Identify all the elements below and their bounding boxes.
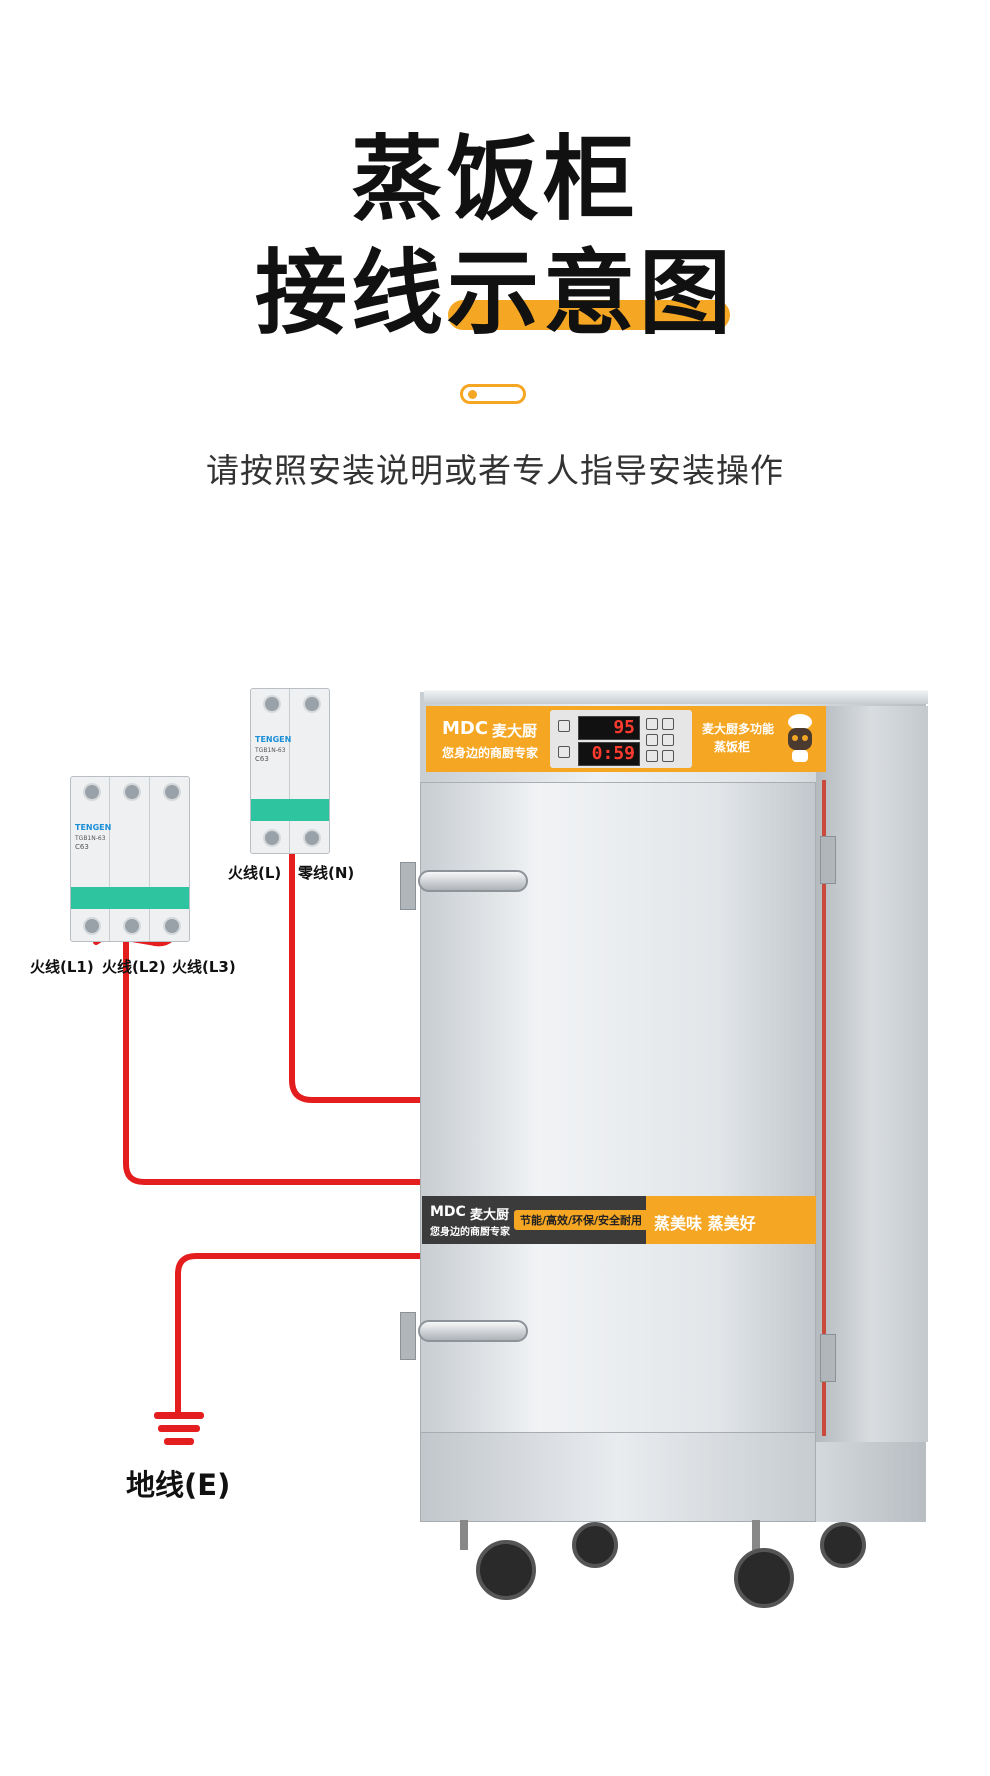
lower-door-handle[interactable] (418, 1320, 528, 1342)
caster-wheel-icon (476, 1540, 536, 1600)
title-line-1: 蒸饭柜 (350, 126, 639, 233)
up-button[interactable] (646, 718, 658, 730)
ground-symbol-icon (154, 1412, 204, 1445)
breaker-3-pole: TENGEN TGB1N-63 C63 (70, 776, 190, 942)
control-display-area: 95 0:59 (550, 710, 692, 768)
hinge-icon (400, 862, 416, 910)
label-n: 零线(N) (298, 864, 355, 882)
start-button[interactable] (646, 734, 658, 746)
caster-wheel-icon (572, 1522, 618, 1568)
caster-wheel-icon (820, 1522, 866, 1568)
title-highlight-bar (448, 300, 730, 330)
door-label-band: MDC 麦大厨 您身边的商厨专家 节能/高效/环保/安全耐用 蒸美味 蒸美好 (422, 1196, 816, 1244)
mode-button[interactable] (662, 734, 674, 746)
label-l2: 火线(L2) (102, 958, 166, 976)
hinge-icon (400, 1312, 416, 1360)
band-logo: MDC (430, 1204, 466, 1220)
temperature-display: 95 (578, 716, 640, 740)
panel-product-line2: 蒸饭柜 (714, 740, 751, 754)
latch-icon (820, 836, 836, 884)
label-l3: 火线(L3) (172, 958, 236, 976)
wire-ground (175, 1253, 425, 1415)
upper-door-handle[interactable] (418, 870, 528, 892)
breaker-model: TGB1N-63 (255, 747, 286, 754)
timer-display: 0:59 (578, 742, 640, 766)
set-button[interactable] (662, 718, 674, 730)
subtitle: 请按照安装说明或者专人指导安装操作 (206, 451, 784, 490)
panel-logo: MDC (442, 718, 489, 739)
cabinet-side (816, 706, 928, 1442)
down-button[interactable] (646, 750, 658, 762)
breaker-brand: TENGEN (255, 735, 292, 744)
panel-brand: 麦大厨 (492, 722, 538, 740)
band-slogan: 您身边的商厨专家 (430, 1227, 510, 1238)
label-l: 火线(L) (228, 864, 282, 882)
breaker-brand: TENGEN (75, 823, 112, 832)
toggle-decoration-icon (460, 384, 526, 404)
label-ground: 地线(E) (126, 1468, 231, 1502)
breaker-switch (71, 887, 189, 909)
panel-slogan: 您身边的商厨专家 (442, 746, 539, 760)
band-features: 节能/高效/环保/安全耐用 (514, 1210, 649, 1230)
label-l1: 火线(L1) (30, 958, 94, 976)
door-seal (822, 780, 826, 1436)
breaker-switch (251, 799, 329, 821)
control-panel: MDC 麦大厨 您身边的商厨专家 95 0:59 麦大厨多功能 蒸饭柜 (426, 706, 826, 772)
panel-product-line1: 麦大厨多功能 (702, 722, 775, 736)
caster-wheel-icon (734, 1548, 794, 1608)
cabinet-top (424, 690, 928, 704)
power-button[interactable] (662, 750, 674, 762)
title-line-2: 接线示意图 (254, 240, 735, 347)
band-tagline: 蒸美味 蒸美好 (654, 1214, 756, 1233)
cabinet-base-drawer (420, 1432, 816, 1522)
breaker-rating: C63 (75, 843, 89, 851)
latch-icon (820, 1334, 836, 1382)
breaker-2-pole: TENGEN TGB1N-63 C63 (250, 688, 330, 854)
breaker-rating: C63 (255, 755, 269, 763)
band-brand: 麦大厨 (470, 1208, 510, 1223)
breaker-model: TGB1N-63 (75, 835, 106, 842)
chef-mascot-icon (780, 712, 820, 766)
